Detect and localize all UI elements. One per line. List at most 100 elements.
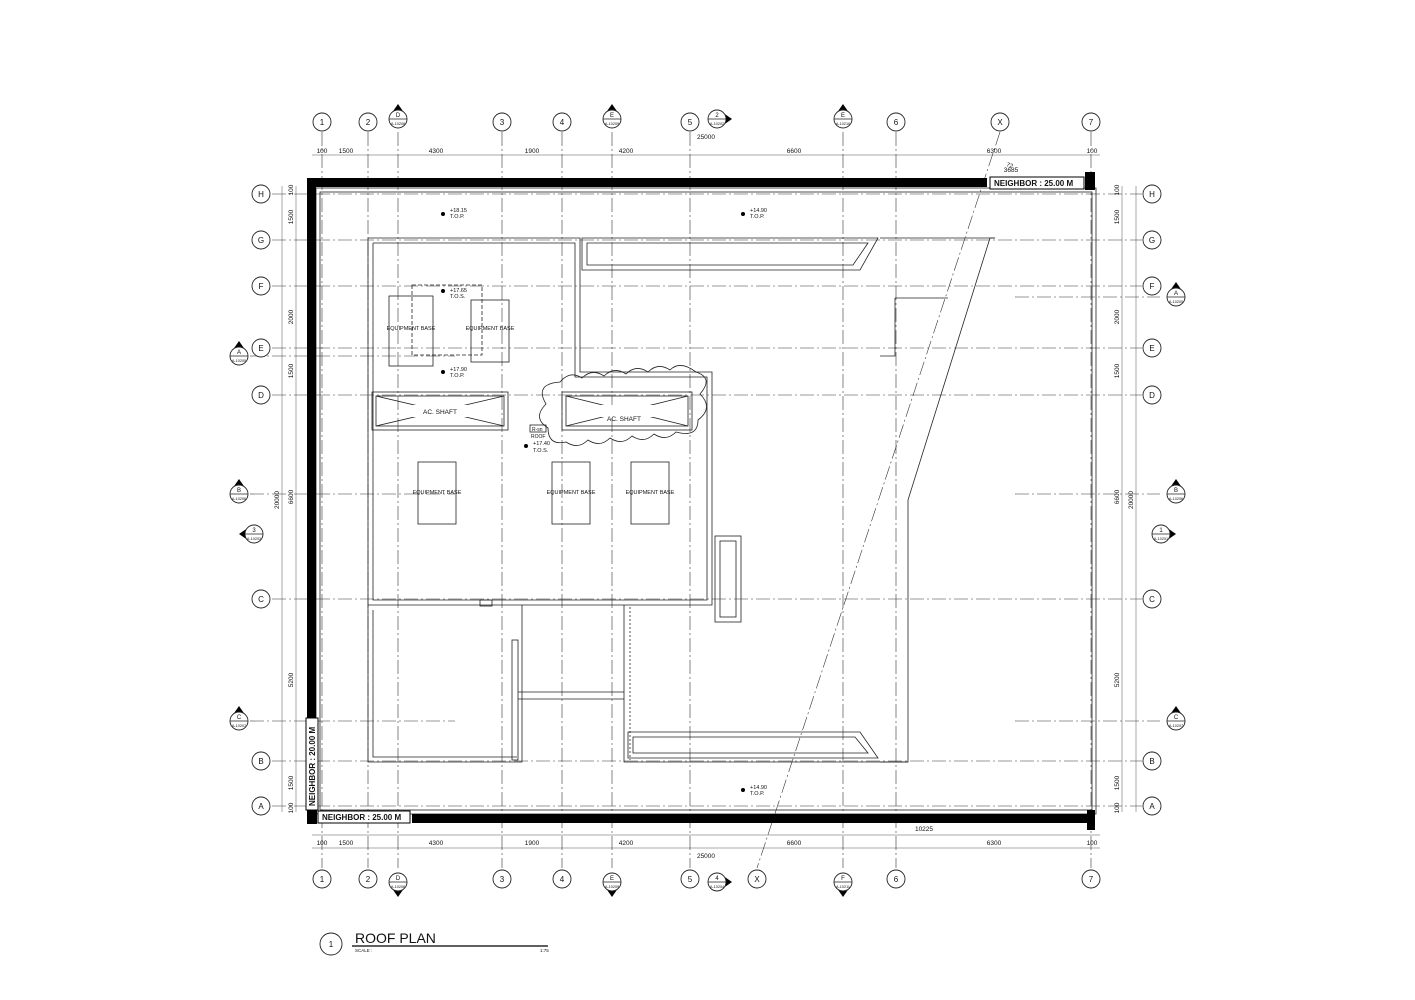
dim-top-7: 100: [1087, 148, 1098, 155]
section-marker-bot_e: EA-10209: [602, 872, 622, 897]
level-1815-top: T.O.P.: [450, 214, 465, 220]
svg-text:E: E: [841, 113, 845, 119]
dim-bottom-7: 100: [1087, 840, 1098, 847]
grid-bubble-right-B: [1142, 751, 1162, 771]
svg-text:A-10211: A-10211: [836, 885, 850, 889]
grid-label-top-7: 7: [1089, 118, 1094, 127]
svg-text:A-10210: A-10210: [836, 122, 850, 126]
svg-text:A-10207: A-10207: [1169, 724, 1183, 728]
grid-bubble-right-E: [1142, 338, 1162, 358]
svg-text:C: C: [237, 715, 242, 721]
svg-text:D: D: [396, 113, 401, 119]
grid-bubble-right-A: [1142, 796, 1162, 816]
neighbor-bottom: NEIGHBOR : 25.00 M: [322, 813, 401, 822]
equipment-base-label-1: EQUIPMENT BASE: [387, 326, 436, 332]
grid-bubble-left-H: [251, 184, 271, 204]
neighbor-top: NEIGHBOR : 25.00 M: [994, 179, 1073, 188]
scale-value: 1:75: [540, 948, 549, 953]
grid-bubble-right-C: [1142, 589, 1162, 609]
svg-text:A: A: [1174, 291, 1178, 297]
level-1490-bot-top: T.O.P.: [750, 791, 765, 797]
dim-top-total: 25000: [697, 134, 715, 141]
grid-label-right-A: A: [1149, 802, 1155, 811]
grid-label-bottom-3: 3: [500, 875, 505, 884]
svg-text:A-10209: A-10209: [605, 122, 619, 126]
dim-top-angle: 72: [1005, 162, 1014, 170]
svg-text:A-10205: A-10205: [1169, 300, 1183, 304]
grid-label-left-E: E: [258, 344, 263, 353]
svg-text:F: F: [841, 876, 845, 882]
dim-top-4: 4200: [619, 148, 634, 155]
level-1490-top: +14.90: [750, 208, 767, 214]
grid-bubble-top-4: [552, 112, 572, 132]
dim-right-1: 1500: [1114, 209, 1121, 224]
grid-label-bottom-1: 1: [320, 875, 325, 884]
svg-text:A: A: [237, 350, 241, 356]
title-block: 1 ROOF PLAN SCALE : 1:75: [319, 930, 549, 956]
title-number-bubble: [319, 932, 343, 956]
dim-bottom-2: 4300: [429, 840, 444, 847]
section-marker-bot_f: F A-10211: [833, 872, 853, 897]
lower-planter: [627, 731, 879, 759]
section-marker-top_e: EA-10209: [602, 104, 622, 129]
angled-slab: [880, 237, 995, 763]
grid-label-left-B: B: [258, 757, 263, 766]
grid-label-right-E: E: [1149, 344, 1154, 353]
ac-shaft-right: [561, 391, 693, 431]
dim-bottom-extra: 10225: [915, 826, 933, 833]
dimension-lines: [281, 154, 1137, 849]
dim-right-0: 100: [1114, 184, 1121, 195]
grid-label-left-C: C: [258, 595, 264, 604]
lower-structures: [367, 605, 908, 763]
drawing-title: ROOF PLAN: [355, 930, 436, 946]
dim-bottom-3: 1900: [525, 840, 540, 847]
equipment-base-label-2: EQUIPMENT BASE: [466, 326, 515, 332]
svg-text:A-10206: A-10206: [232, 497, 246, 501]
boundary-walls: [307, 172, 1095, 830]
svg-text:A-10202: A-10202: [710, 122, 724, 126]
grid-bubble-right-D: [1142, 385, 1162, 405]
neighbor-left: NEIGHBOR : 20.00 M: [308, 727, 317, 806]
roof-word: ROOF: [531, 434, 545, 440]
grid-bubble-bottom-4: [552, 869, 572, 889]
grid-label-bottom-4: 4: [560, 875, 565, 884]
dim-top-3: 1900: [525, 148, 540, 155]
grid-bubble-left-A: [251, 796, 271, 816]
svg-text:A-10209: A-10209: [605, 885, 619, 889]
section-marker-left_b: BA-10206: [229, 479, 249, 504]
section-marker-left_c: CA-10207: [229, 706, 249, 731]
dim-right-6: 1500: [1114, 775, 1121, 790]
section-marker-top_e2: E A-10210: [833, 104, 853, 129]
grid-lines: [250, 131, 1160, 869]
grid-label-left-D: D: [258, 391, 264, 400]
grid-bubble-top-6: [886, 112, 906, 132]
dim-top-1: 1500: [339, 148, 354, 155]
dim-right-total: 20000: [1128, 491, 1135, 509]
grid-label-top-5: 5: [688, 118, 693, 127]
ac-shaft-label-left: AC. SHAFT: [423, 409, 457, 416]
grid-label-bottom-X: X: [754, 875, 760, 884]
svg-text:A-10205: A-10205: [232, 359, 246, 363]
dim-top-2: 4300: [429, 148, 444, 155]
dim-bottom-6: 6300: [987, 840, 1002, 847]
title-number: 1: [329, 940, 334, 949]
svg-text:4: 4: [715, 876, 719, 882]
grid-bubble-bottom-1: [312, 869, 332, 889]
equipment-bases: EQUIPMENT BASE EQUIPMENT BASE EQUIPMENT …: [387, 284, 675, 525]
level-1765-tos: T.O.S.: [450, 294, 466, 300]
svg-text:B: B: [1174, 488, 1178, 494]
grid-bubble-right-G: [1142, 230, 1162, 250]
equipment-base-1: [388, 295, 434, 367]
dim-top-0: 100: [317, 148, 328, 155]
dim-left-4: 6600: [288, 489, 295, 504]
roof-outline: [315, 187, 1097, 815]
grid-bubble-top-7: [1081, 112, 1101, 132]
svg-text:C: C: [1174, 715, 1179, 721]
section-marker-right_c: C A-10207: [1166, 706, 1186, 731]
grid-bubble-left-B: [251, 751, 271, 771]
section-marker-left_3: 3A-10203: [239, 524, 264, 544]
level-1815: +18.15: [450, 208, 467, 214]
dim-bottom-1: 1500: [339, 840, 354, 847]
level-1490-bot: +14.90: [750, 785, 767, 791]
